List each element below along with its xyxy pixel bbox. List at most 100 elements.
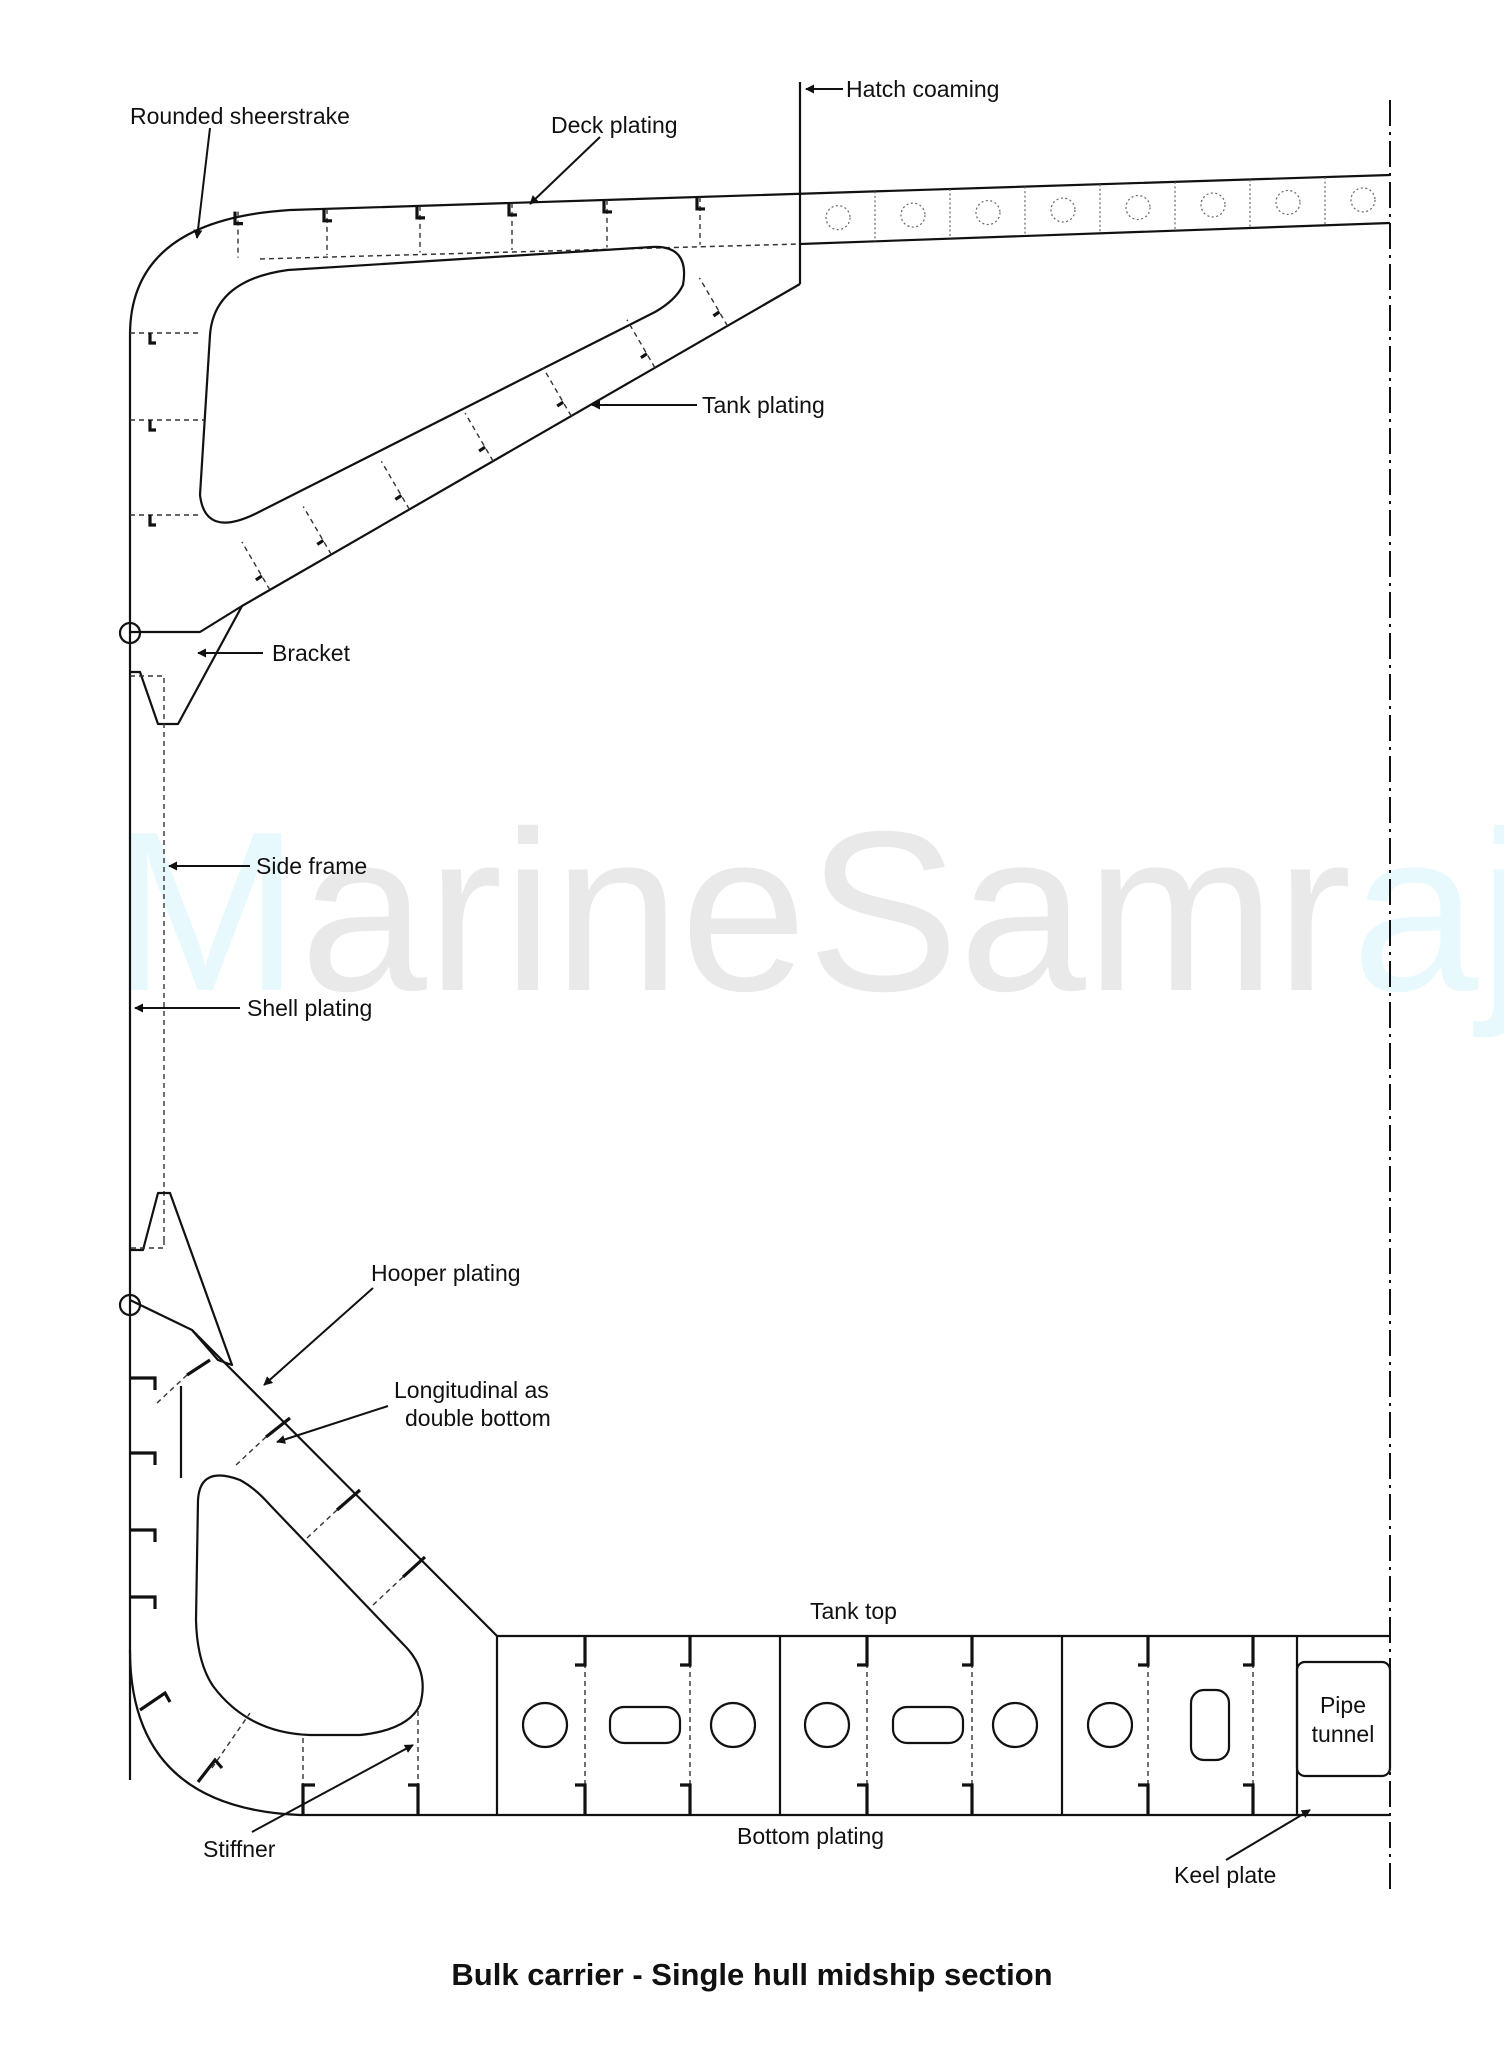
floor-hole-round bbox=[709, 1701, 757, 1749]
label-shell-plating: Shell plating bbox=[247, 995, 372, 1021]
hopper-plating bbox=[191, 1329, 1390, 1638]
bilge-frame-line bbox=[211, 1712, 251, 1769]
deck-hole bbox=[1275, 189, 1301, 216]
slope-stiffener bbox=[712, 310, 721, 318]
hopper-frame-line bbox=[235, 1436, 267, 1466]
label-bracket: Bracket bbox=[272, 640, 351, 666]
bilge-stiffener bbox=[139, 1690, 172, 1712]
deck-stiffener bbox=[415, 205, 425, 220]
watermark-right: aj bbox=[1352, 785, 1504, 1039]
leader-keel bbox=[1225, 1809, 1311, 1861]
upper-bracket bbox=[130, 605, 243, 726]
deck-structure bbox=[118, 82, 1391, 1780]
bottom-stiffener bbox=[962, 1783, 974, 1815]
side-hole-lower bbox=[118, 1293, 142, 1317]
side-shell-stiffener bbox=[130, 1451, 157, 1465]
label-tank-plating: Tank plating bbox=[702, 392, 825, 418]
tank-top-stiffener bbox=[962, 1636, 974, 1667]
slope-stiffener bbox=[394, 494, 403, 501]
deck-hole bbox=[1125, 194, 1151, 221]
leader-stiffner bbox=[251, 1744, 414, 1833]
slope-frame-line bbox=[380, 461, 411, 510]
bottom-stiffener bbox=[408, 1783, 420, 1815]
tank-top-stiffener bbox=[680, 1636, 692, 1667]
label-bottom-plating: Bottom plating bbox=[737, 1823, 884, 1849]
labels: Rounded sheerstrake Deck plating Hatch c… bbox=[130, 76, 1374, 1888]
deck-stiffener bbox=[233, 211, 243, 226]
outer-shell-upper bbox=[128, 173, 1391, 1780]
deck-hole bbox=[1050, 197, 1076, 223]
floor-hole-oval bbox=[608, 1705, 682, 1745]
watermark-middle: arineSamr bbox=[300, 785, 1352, 1039]
label-tunnel: tunnel bbox=[1312, 1721, 1375, 1747]
hopper-tank-opening bbox=[194, 1474, 424, 1737]
deck-stiffener bbox=[322, 208, 332, 223]
leader-sheerstrake bbox=[193, 127, 211, 239]
slope-frame-line bbox=[626, 319, 656, 369]
topside-tank-plate bbox=[130, 283, 801, 634]
tank-top-stiffener bbox=[857, 1636, 869, 1667]
bottom-stiffener bbox=[1243, 1783, 1255, 1815]
label-longitudinal-2: double bottom bbox=[405, 1405, 551, 1431]
topside-tank-opening bbox=[198, 245, 686, 524]
bottom-stiffener bbox=[857, 1783, 869, 1815]
tank-top-stiffener bbox=[1243, 1636, 1255, 1667]
slope-frame-line bbox=[464, 412, 494, 462]
watermark-left: M bbox=[110, 785, 300, 1039]
floor-hole-round bbox=[521, 1701, 569, 1749]
leader-hopper bbox=[263, 1287, 374, 1386]
bottom-stiffeners bbox=[575, 1636, 1255, 1815]
leader-deck bbox=[529, 136, 601, 205]
label-stiffner: Stiffner bbox=[203, 1836, 276, 1862]
side-stiffener bbox=[148, 515, 156, 527]
side-hole-upper bbox=[118, 621, 142, 645]
deck-hole bbox=[1350, 187, 1376, 213]
hopper-frame-line bbox=[372, 1576, 404, 1606]
floor-hole-round bbox=[991, 1701, 1039, 1749]
deck-stiffener bbox=[507, 202, 517, 217]
hopper-stiffener bbox=[335, 1488, 362, 1512]
label-hooper-plating: Hooper plating bbox=[371, 1260, 521, 1286]
lower-bracket-inner bbox=[130, 1240, 165, 1249]
label-hatch-coaming: Hatch coaming bbox=[846, 76, 999, 102]
deck-underside bbox=[799, 221, 1391, 246]
bottom-stiffener bbox=[1138, 1783, 1150, 1815]
label-tank-top: Tank top bbox=[810, 1598, 897, 1624]
deck-inner-dashed bbox=[259, 243, 801, 260]
slope-stiffener bbox=[255, 574, 263, 582]
deck-stiffener bbox=[602, 199, 612, 214]
deck-hole bbox=[825, 205, 851, 231]
hopper-frame-line bbox=[156, 1374, 188, 1404]
hopper-stiffener bbox=[401, 1555, 427, 1579]
pipe-tunnel bbox=[1295, 1660, 1392, 1778]
page-title: Bulk carrier - Single hull midship secti… bbox=[451, 1957, 1052, 1992]
side-stiffener bbox=[148, 420, 156, 432]
bottom-stiffener bbox=[680, 1783, 692, 1815]
bilge-stiffeners bbox=[130, 1358, 427, 1815]
bilge-stiffener bbox=[196, 1757, 224, 1783]
deck-stiffeners bbox=[130, 196, 729, 591]
label-side-frame: Side frame bbox=[256, 853, 367, 879]
lower-bracket bbox=[129, 1191, 234, 1367]
label-keel-plate: Keel plate bbox=[1174, 1862, 1276, 1888]
slope-frame-line bbox=[698, 277, 729, 327]
slope-stiffener bbox=[478, 445, 486, 453]
floor-lightening-holes bbox=[521, 1688, 1231, 1762]
slope-frame-line bbox=[542, 367, 572, 417]
deck-lightening-holes bbox=[825, 177, 1376, 242]
label-rounded-sheerstrake: Rounded sheerstrake bbox=[130, 103, 350, 129]
leader-longitudinal bbox=[276, 1405, 389, 1444]
side-shell-stiffener bbox=[130, 1528, 157, 1542]
hopper-frame-line bbox=[306, 1509, 338, 1539]
side-stiffener bbox=[148, 333, 156, 345]
upper-bracket-inner bbox=[130, 675, 165, 1240]
deck-hole bbox=[1200, 192, 1226, 218]
tank-top-stiffener bbox=[575, 1636, 587, 1667]
label-pipe: Pipe bbox=[1320, 1692, 1366, 1718]
slope-frame-line bbox=[302, 506, 332, 555]
slope-stiffener bbox=[640, 352, 648, 360]
bottom-stiffener bbox=[575, 1783, 587, 1815]
floors bbox=[495, 1636, 1064, 1815]
slope-stiffener bbox=[556, 400, 565, 408]
